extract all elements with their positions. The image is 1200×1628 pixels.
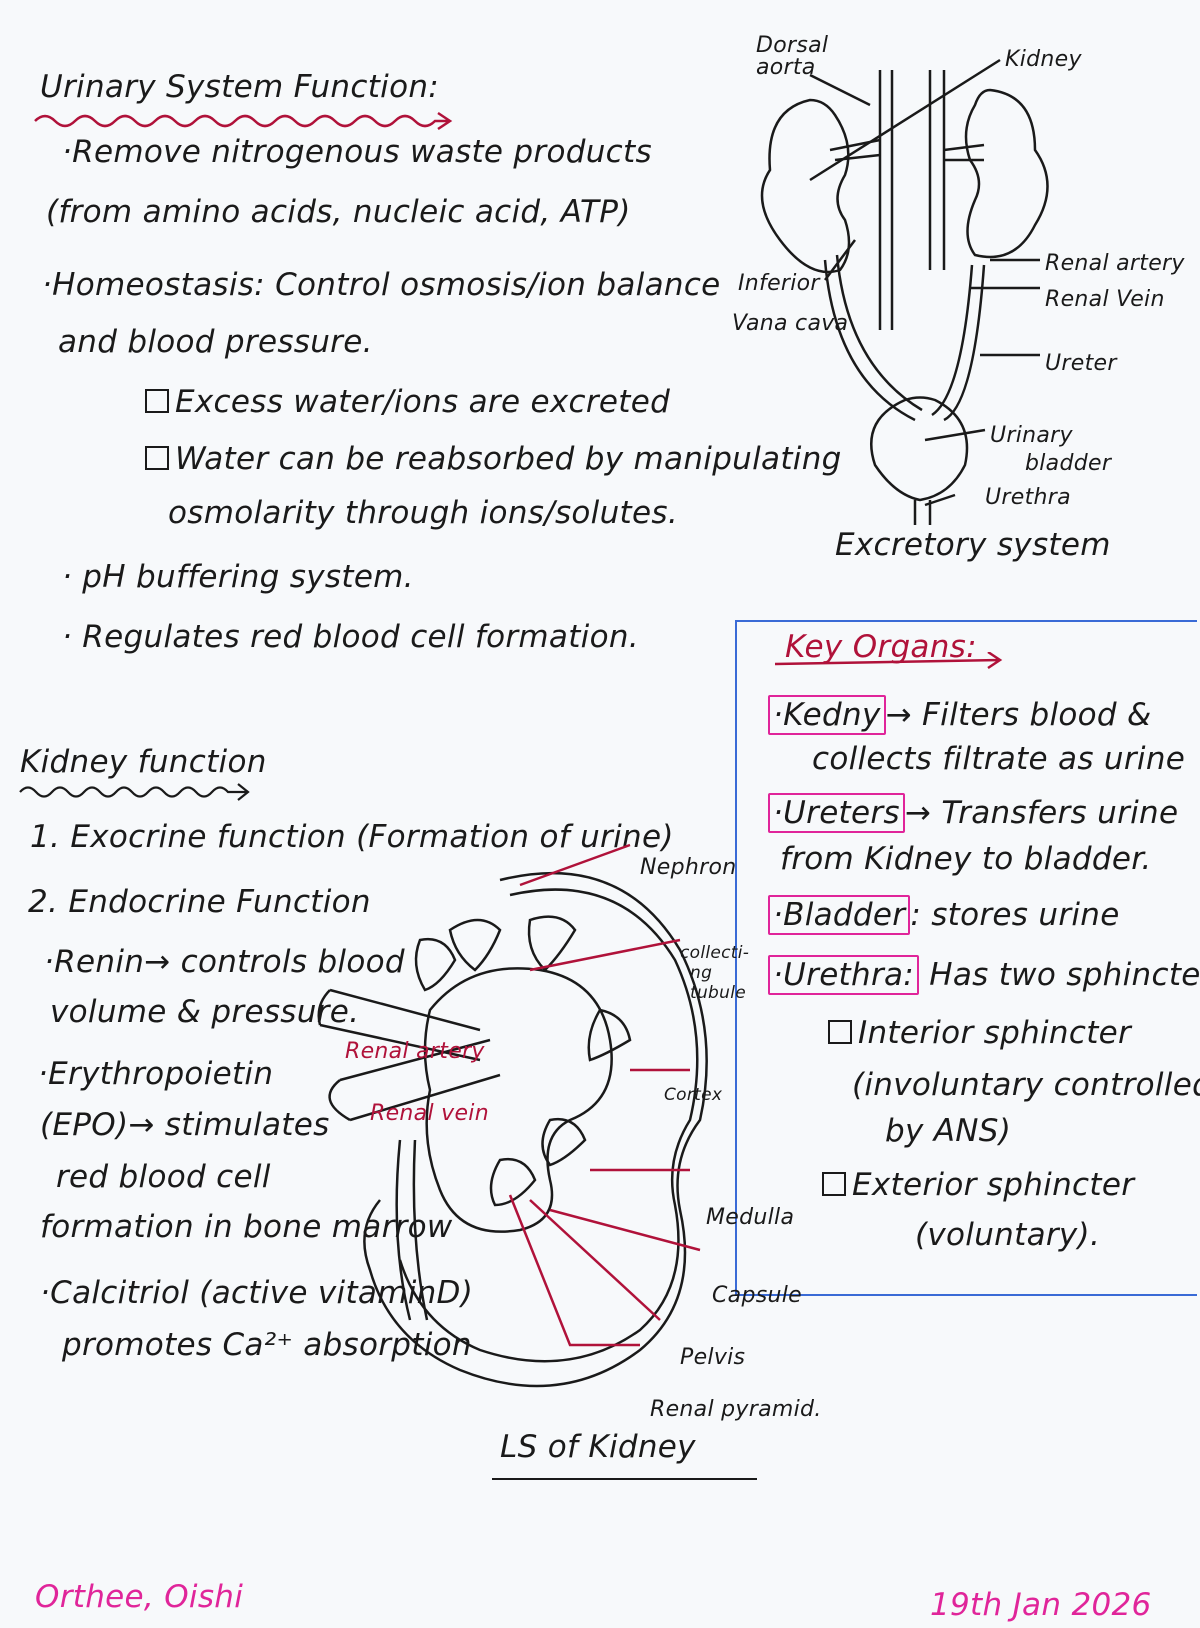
urinary-bullet3: · pH buffering system. (62, 559, 414, 595)
label-dorsal-2: aorta (756, 55, 816, 80)
label-urethra: Urethra (985, 485, 1071, 510)
renin-line1: ·Renin→ controls blood (44, 944, 405, 980)
calcitriol-line2: promotes Ca²⁺ absorption (62, 1327, 472, 1363)
key-interior-line3: by ANS) (885, 1113, 1012, 1149)
label-ureter: Ureter (1045, 351, 1117, 376)
urinary-sub2-line2: osmolarity through ions/solutes. (168, 495, 678, 531)
checkbox-icon (828, 1019, 852, 1044)
kidney-fn-l1: 1. Exocrine function (Formation of urine… (30, 819, 674, 855)
label-renal-vein: Renal Vein (1045, 287, 1165, 312)
epo-line2: (EPO)→ stimulates (40, 1107, 330, 1143)
label-inferior-2: Vana cava (732, 311, 849, 336)
urinary-sub2-line1: Water can be reabsorbed by manipulating (145, 442, 842, 476)
label-collecting-2: ng (690, 963, 713, 983)
epo-line1: ·Erythropoietin (38, 1056, 274, 1092)
label-ls-renal-artery: Renal artery (345, 1039, 485, 1064)
excretory-caption: Excretory system (835, 527, 1111, 563)
key-kidney-line2: collects filtrate as urine (812, 741, 1186, 777)
ls-caption-underline (492, 1478, 757, 1480)
label-ls-renal-vein: Renal vein (370, 1101, 489, 1126)
wavy-underline-1 (34, 111, 453, 131)
key-organs-box (735, 620, 1197, 1296)
key-exterior-line1: Exterior sphincter (822, 1168, 1134, 1202)
label-renal-pyramid: Renal pyramid. (650, 1397, 822, 1422)
key-urethra: ·Urethra: Has two sphincters (768, 955, 1200, 995)
label-collecting-1: collecti- (680, 943, 750, 963)
checkbox-icon (822, 1171, 846, 1196)
label-inferior-1: Inferior (738, 271, 820, 296)
excretory-system-diagram (760, 58, 1049, 525)
kidney-function-heading: Kidney function (20, 744, 267, 780)
label-nephron: Nephron (640, 855, 737, 880)
label-bladder-2: bladder (1025, 451, 1112, 476)
label-pelvis: Pelvis (680, 1345, 746, 1370)
key-ureters-line1: ·Ureters→ Transfers urine (768, 793, 1178, 833)
calcitriol-line1: ·Calcitriol (active vitaminD) (40, 1275, 474, 1311)
ls-kidney-diagram (317, 843, 708, 1388)
key-organs-underline-arrow (774, 652, 1003, 670)
urinary-sub1: Excess water/ions are excreted (145, 385, 670, 419)
urinary-bullet1-line1: ·Remove nitrogenous waste products (62, 134, 652, 170)
key-bladder: ·Bladder: stores urine (768, 895, 1120, 935)
label-kidney: Kidney (1005, 47, 1082, 72)
key-interior-line2: (involuntary controlled (852, 1067, 1200, 1103)
renin-line2: volume & pressure. (50, 994, 360, 1030)
label-collecting-3: tubule (690, 983, 746, 1003)
key-ureters-line2: from Kidney to bladder. (780, 841, 1152, 877)
epo-line3: red blood cell (56, 1159, 271, 1195)
checkbox-icon (145, 445, 169, 470)
label-dorsal-1: Dorsal (756, 33, 829, 58)
checkbox-icon (145, 388, 169, 413)
key-kidney-line1: ·Kedny→ Filters blood & (768, 695, 1152, 735)
label-capsule: Capsule (712, 1283, 802, 1308)
ls-caption: LS of Kidney (500, 1429, 696, 1465)
kidney-fn-l2: 2. Endocrine Function (28, 884, 371, 920)
label-bladder-1: Urinary (990, 423, 1073, 448)
urinary-heading: Urinary System Function: (40, 69, 440, 105)
urinary-bullet4: · Regulates red blood cell formation. (62, 619, 639, 655)
label-medulla: Medulla (706, 1205, 795, 1230)
wavy-underline-2 (19, 783, 250, 801)
key-interior-line1: Interior sphincter (828, 1016, 1131, 1050)
key-organs-heading: Key Organs: (785, 629, 977, 665)
key-exterior-line2: (voluntary). (915, 1217, 1101, 1253)
urinary-bullet2-line2: and blood pressure. (58, 324, 373, 360)
urinary-bullet1-line2: (from amino acids, nucleic acid, ATP) (46, 194, 631, 230)
epo-line4: formation in bone marrow (40, 1209, 453, 1245)
date: 19th Jan 2026 (930, 1587, 1152, 1623)
author-name: Orthee, Oishi (35, 1579, 244, 1615)
label-cortex: Cortex (664, 1085, 723, 1105)
urinary-bullet2-line1: ·Homeostasis: Control osmosis/ion balanc… (42, 267, 721, 303)
label-renal-artery: Renal artery (1045, 251, 1185, 276)
